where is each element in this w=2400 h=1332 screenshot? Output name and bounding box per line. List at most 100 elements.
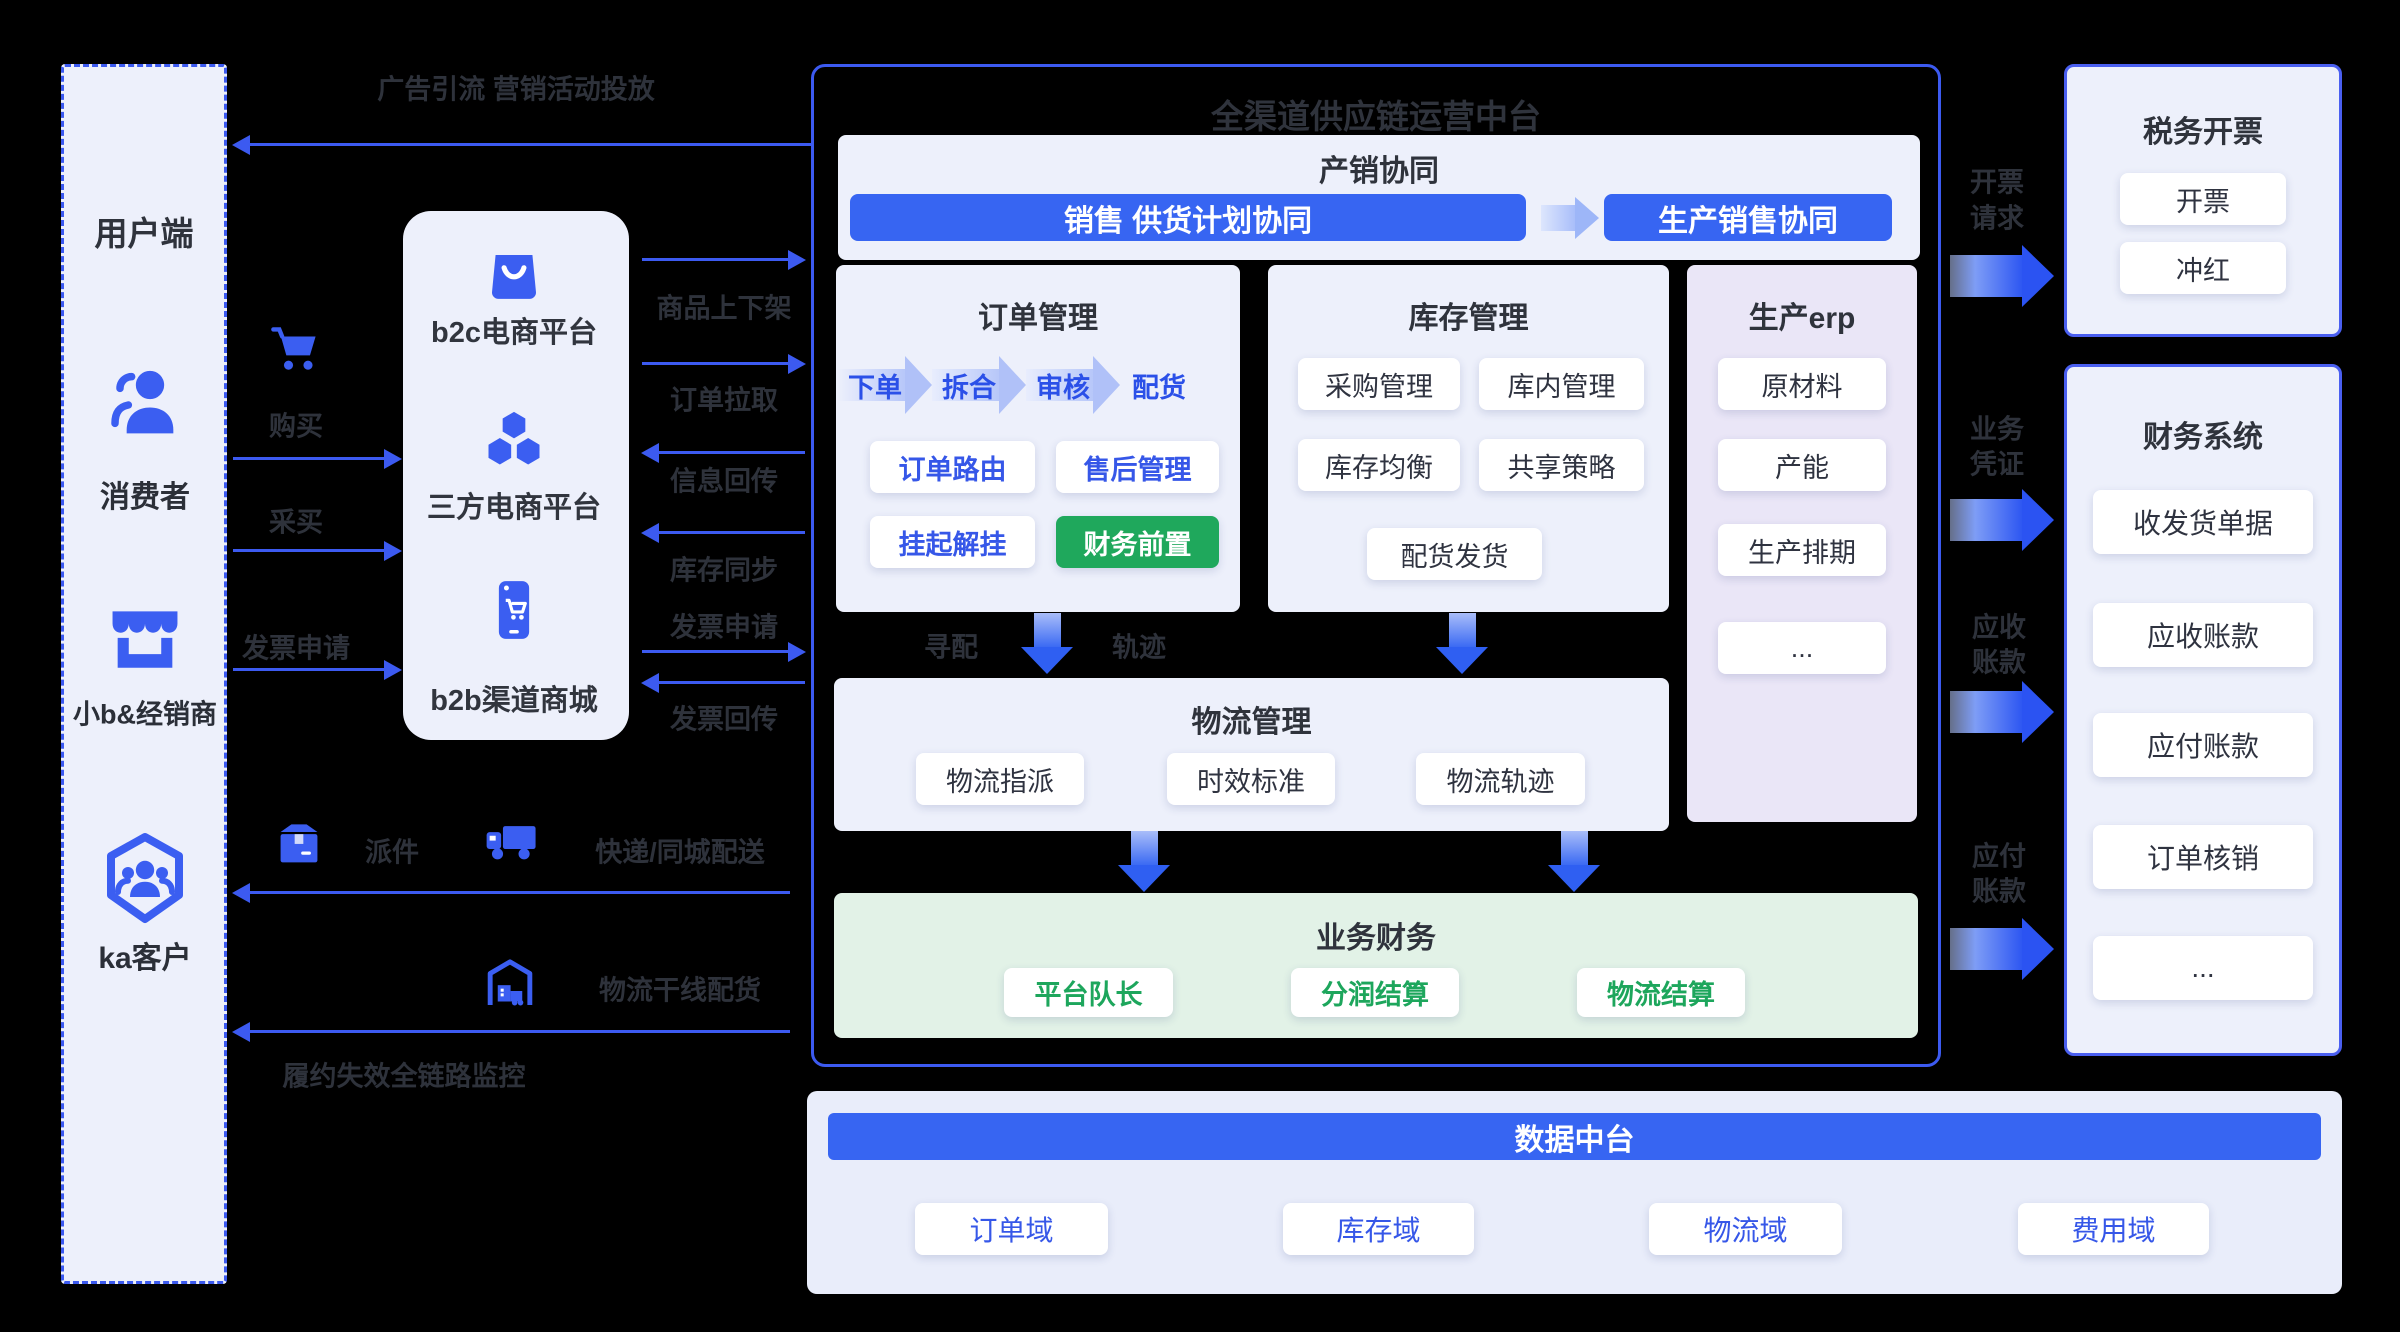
voucher-label-2: 凭证 — [1970, 449, 2024, 480]
aftersale-button[interactable]: 售后管理 — [1056, 441, 1219, 493]
order-writeoff-button[interactable]: 订单核销 — [2093, 825, 2313, 889]
voucher-arrow — [1950, 489, 2054, 551]
receivables-button[interactable]: 应收账款 — [2093, 603, 2313, 667]
seek-label: 寻配 — [924, 632, 978, 663]
goods-on-off-arrow — [642, 250, 806, 270]
platform-frame: 全渠道供应链运营中台 — [811, 64, 1941, 1067]
finance-front-button[interactable]: 财务前置 — [1056, 516, 1219, 568]
raw-material-button[interactable]: 原材料 — [1718, 358, 1886, 410]
info-back-arrow — [641, 443, 805, 463]
share-strategy-button[interactable]: 共享策略 — [1479, 439, 1644, 491]
info-back-label: 信息回传 — [670, 466, 778, 497]
invoice-back-label: 发票回传 — [670, 704, 778, 735]
invoice-req-label-1: 开票 — [1970, 167, 2024, 198]
order-routing-button[interactable]: 订单路由 — [870, 441, 1035, 493]
shipping-docs-button[interactable]: 收发货单据 — [2093, 490, 2313, 554]
capacity-button[interactable]: 产能 — [1718, 439, 1886, 491]
profit-settlement-button[interactable]: 分润结算 — [1291, 968, 1459, 1017]
production-schedule-button[interactable]: 生产排期 — [1718, 524, 1886, 576]
logistics-track-button[interactable]: 物流轨迹 — [1416, 753, 1585, 805]
expense-domain-button[interactable]: 费用域 — [2018, 1203, 2209, 1255]
ads-traffic-arrow — [232, 135, 811, 155]
finance-system-title: 财务系统 — [2143, 421, 2263, 454]
sales-supply-plan-button[interactable]: 销售 供货计划协同 — [850, 194, 1526, 241]
payables-button[interactable]: 应付账款 — [2093, 713, 2313, 777]
order-domain-button[interactable]: 订单域 — [915, 1203, 1108, 1255]
monitor-label: 履约失效全链路监控 — [282, 1061, 526, 1092]
issue-invoice-button[interactable]: 开票 — [2120, 173, 2286, 225]
erp-more-button[interactable]: ... — [1718, 622, 1886, 674]
payable-arrow — [1950, 918, 2054, 980]
b2b-mall-label: b2b渠道商城 — [430, 685, 598, 717]
order-title: 订单管理 — [978, 302, 1098, 335]
finance-more-button[interactable]: ... — [2093, 936, 2313, 1000]
buy-arrow — [233, 449, 402, 469]
invoice-apply-left-arrow — [233, 660, 402, 680]
logistics-assign-button[interactable]: 物流指派 — [916, 753, 1084, 805]
procure-arrow — [233, 541, 402, 561]
user-panel: 用户端 — [61, 64, 227, 1284]
deliver-label: 派件 — [365, 837, 419, 868]
logistics-to-finance-arrow-left — [1118, 831, 1170, 892]
purchase-mgmt-button[interactable]: 采购管理 — [1298, 358, 1460, 410]
inventory-title: 库存管理 — [1408, 302, 1529, 335]
order-step-audit: 审核 — [1026, 356, 1120, 414]
courier-label: 快递/同城配送 — [595, 837, 765, 868]
invoice-back-arrow — [641, 673, 805, 693]
receivable-label-1: 应收 — [1972, 612, 2026, 643]
order-pull-label: 订单拉取 — [670, 385, 778, 416]
logistics-settlement-button[interactable]: 物流结算 — [1577, 968, 1745, 1017]
buy-label: 购买 — [269, 411, 323, 442]
invoice-apply-mid-label: 发票申请 — [670, 612, 778, 643]
in-warehouse-mgmt-button[interactable]: 库内管理 — [1479, 358, 1644, 410]
track-label: 轨迹 — [1112, 632, 1166, 663]
warehouse-icon — [482, 956, 538, 1012]
stock-balance-button[interactable]: 库存均衡 — [1298, 439, 1460, 491]
ecom-platforms-box — [403, 211, 629, 740]
ka-customer-icon — [97, 830, 193, 926]
invoice-apply-left-label: 发票申请 — [242, 633, 350, 664]
biz-finance-title: 业务财务 — [1316, 922, 1436, 955]
inventory-to-logistics-arrow — [1436, 613, 1488, 674]
data-platform-bar: 数据中台 — [828, 1113, 2321, 1160]
tax-invoice-title: 税务开票 — [2143, 116, 2263, 149]
mobile-mall-icon — [481, 577, 547, 643]
trunk-arrow — [232, 1022, 790, 1042]
order-step-split: 拆合 — [932, 356, 1026, 414]
pms-title: 产销协同 — [1319, 155, 1439, 188]
ads-traffic-label: 广告引流 营销活动投放 — [377, 74, 655, 105]
ka-customer-label: ka客户 — [98, 942, 192, 975]
consumer-label: 消费者 — [100, 481, 190, 514]
order-steps: 下单 拆合 审核 配货 — [838, 356, 1186, 414]
courier-arrow — [232, 883, 790, 903]
invoice-request-arrow — [1950, 245, 2054, 307]
sla-standard-button[interactable]: 时效标准 — [1167, 753, 1335, 805]
pms-flow-arrow — [1541, 197, 1599, 239]
order-step-allocate: 配货 — [1132, 372, 1186, 403]
store-icon — [104, 596, 186, 678]
logistics-title: 物流管理 — [1191, 706, 1312, 739]
prod-sales-button[interactable]: 生产销售协同 — [1604, 194, 1892, 241]
shopping-bag-icon — [480, 238, 548, 306]
allocate-ship-button[interactable]: 配货发货 — [1367, 528, 1542, 580]
red-reverse-button[interactable]: 冲红 — [2120, 242, 2286, 294]
erp-title: 生产erp — [1748, 302, 1856, 335]
suspend-resume-button[interactable]: 挂起解挂 — [870, 516, 1035, 568]
payable-label-2: 账款 — [1972, 876, 2026, 907]
platform-captain-button[interactable]: 平台队长 — [1004, 968, 1173, 1017]
order-pull-arrow — [642, 354, 806, 374]
receivable-arrow — [1950, 681, 2054, 743]
order-step-place: 下单 — [838, 356, 932, 414]
inventory-domain-button[interactable]: 库存域 — [1283, 1203, 1474, 1255]
trunk-label: 物流干线配货 — [599, 975, 761, 1006]
order-to-logistics-arrow — [1021, 613, 1073, 674]
invoice-apply-mid-arrow — [642, 642, 806, 662]
truck-icon — [483, 814, 541, 872]
procure-label: 采买 — [269, 507, 323, 538]
stock-sync-label: 库存同步 — [670, 555, 778, 586]
stock-sync-arrow — [641, 523, 805, 543]
small-b-dealer-label: 小b&经销商 — [73, 699, 217, 730]
logistics-domain-button[interactable]: 物流域 — [1649, 1203, 1842, 1255]
cart-icon — [269, 324, 321, 376]
